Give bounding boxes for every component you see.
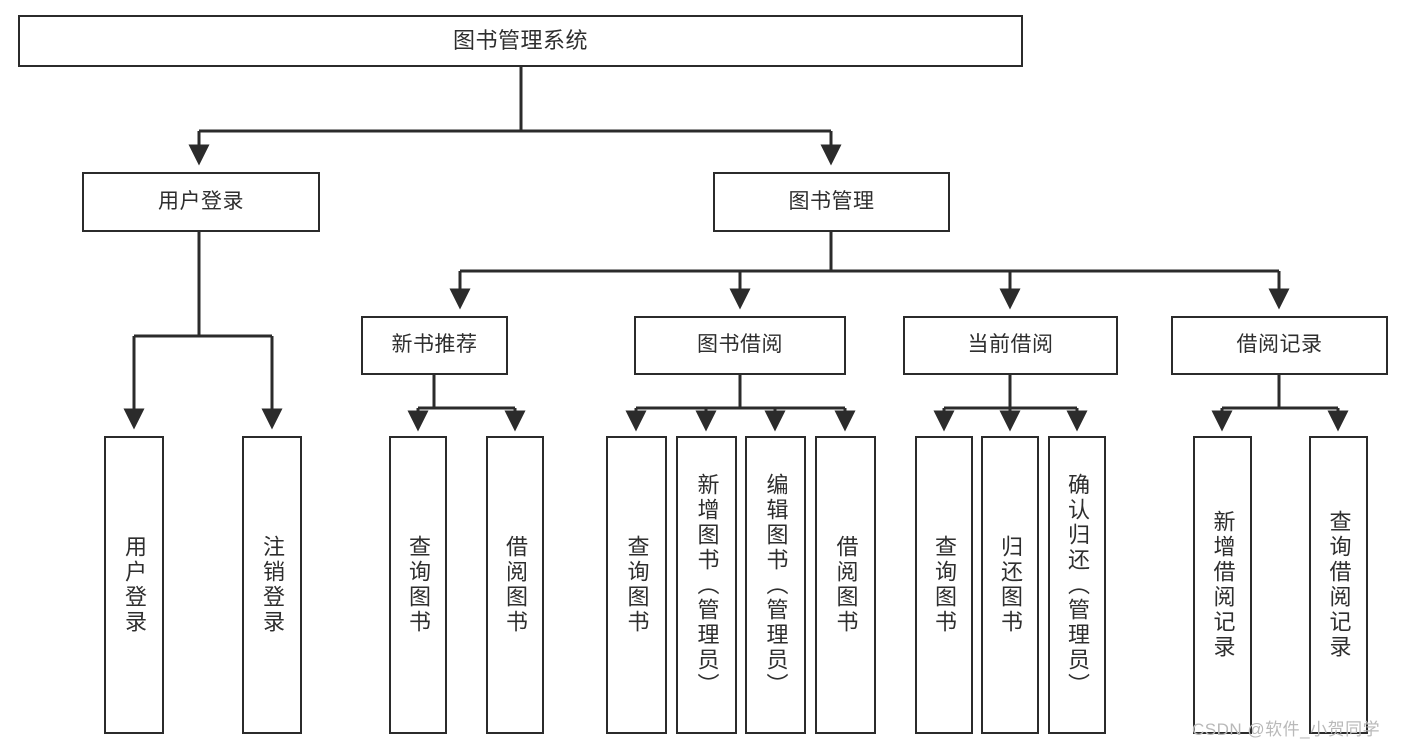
node-label: 确认归还（管理员）	[1065, 472, 1090, 698]
node-label: 借阅记录	[1236, 333, 1323, 357]
node-label: 查询图书	[624, 535, 650, 635]
node-label: 当前借阅	[967, 333, 1054, 357]
csdn-watermark: CSDN @软件_小贺同学	[1192, 720, 1381, 739]
node-label: 用户登录	[122, 535, 147, 635]
node-label: 新增图书（管理员）	[694, 472, 720, 698]
leaf-current-query-book[interactable]: 查询图书	[915, 436, 973, 734]
leaf-borrow-query-book[interactable]: 查询图书	[606, 436, 667, 734]
leaf-borrow-edit-book[interactable]: 编辑图书（管理员）	[745, 436, 806, 734]
node-current-borrow[interactable]: 当前借阅	[903, 316, 1118, 375]
node-label: 查询图书	[406, 535, 431, 635]
node-label: 借阅图书	[503, 535, 528, 635]
node-label: 新增借阅记录	[1210, 510, 1236, 660]
node-borrow-record[interactable]: 借阅记录	[1171, 316, 1388, 375]
node-label: 图书管理系统	[452, 28, 588, 54]
node-label: 查询借阅记录	[1326, 510, 1352, 660]
node-book-management[interactable]: 图书管理	[713, 172, 950, 232]
node-label: 编辑图书（管理员）	[763, 472, 789, 698]
node-label: 新书推荐	[391, 333, 478, 357]
leaf-new-book-borrow[interactable]: 借阅图书	[486, 436, 544, 734]
leaf-record-add[interactable]: 新增借阅记录	[1193, 436, 1252, 734]
node-label: 图书借阅	[697, 333, 783, 357]
leaf-borrow-add-book[interactable]: 新增图书（管理员）	[676, 436, 737, 734]
node-label: 图书管理	[788, 189, 875, 213]
leaf-current-confirm-return[interactable]: 确认归还（管理员）	[1048, 436, 1106, 734]
node-label: 用户登录	[158, 189, 244, 213]
node-root-system[interactable]: 图书管理系统	[18, 15, 1023, 67]
node-label: 注销登录	[260, 535, 285, 635]
leaf-logout[interactable]: 注销登录	[242, 436, 302, 734]
node-user-login[interactable]: 用户登录	[82, 172, 320, 232]
node-label: 查询图书	[932, 535, 957, 635]
leaf-user-login[interactable]: 用户登录	[104, 436, 164, 734]
node-book-borrow[interactable]: 图书借阅	[634, 316, 846, 375]
node-label: 归还图书	[998, 535, 1023, 635]
node-new-book-recommend[interactable]: 新书推荐	[361, 316, 508, 375]
leaf-borrow-borrow-book[interactable]: 借阅图书	[815, 436, 876, 734]
leaf-current-return-book[interactable]: 归还图书	[981, 436, 1039, 734]
leaf-new-book-query[interactable]: 查询图书	[389, 436, 447, 734]
node-label: 借阅图书	[833, 535, 859, 635]
leaf-record-query[interactable]: 查询借阅记录	[1309, 436, 1368, 734]
